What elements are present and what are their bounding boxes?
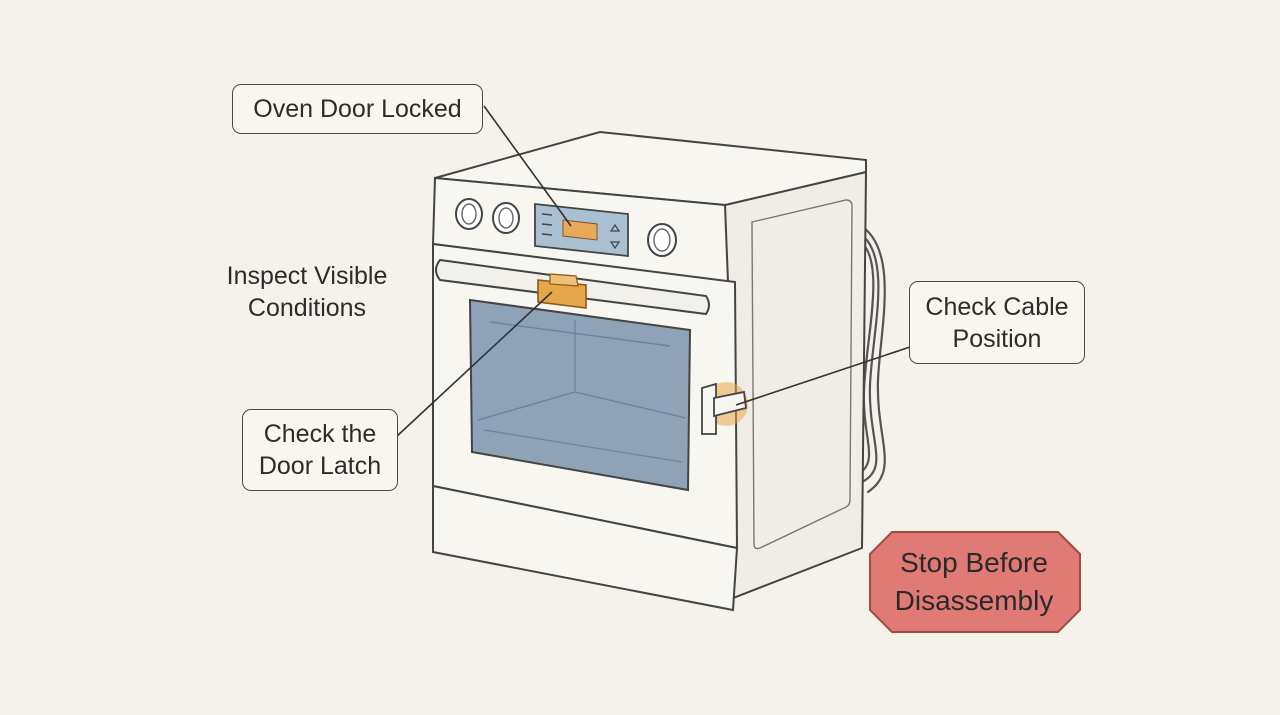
latch-highlight[interactable] <box>701 382 748 435</box>
lock-highlight[interactable] <box>537 273 587 309</box>
bottom-drawer[interactable] <box>432 484 739 612</box>
label-line: Inspect Visible <box>226 262 388 290</box>
callout-label: Oven Door Locked <box>253 95 462 123</box>
display-panel <box>534 202 629 258</box>
callout-check-door-latch: Check the Door Latch <box>242 409 398 491</box>
stop-octagon <box>869 531 1081 633</box>
oven-door <box>432 242 739 550</box>
callout-label: Check Cable <box>925 292 1069 321</box>
callout-check-cable-position: Check Cable Position <box>909 281 1085 364</box>
knob-right-icon[interactable] <box>647 223 677 257</box>
leader-lines <box>395 105 911 438</box>
stop-line: Stop Before <box>900 547 1048 578</box>
callout-label: Check the <box>263 420 377 448</box>
knob-middle-icon[interactable] <box>492 202 520 234</box>
stop-line: Disassembly <box>894 585 1054 616</box>
callout-label: Door Latch <box>258 452 382 480</box>
stop-warning-label: Stop Before Disassembly <box>868 532 1080 632</box>
label-line: Conditions <box>247 294 367 322</box>
knob-left-icon[interactable] <box>455 198 483 230</box>
callout-label: Position <box>952 324 1042 353</box>
label-inspect-visible-conditions: Inspect Visible Conditions <box>206 260 408 324</box>
callout-oven-door-locked: Oven Door Locked <box>232 84 483 134</box>
